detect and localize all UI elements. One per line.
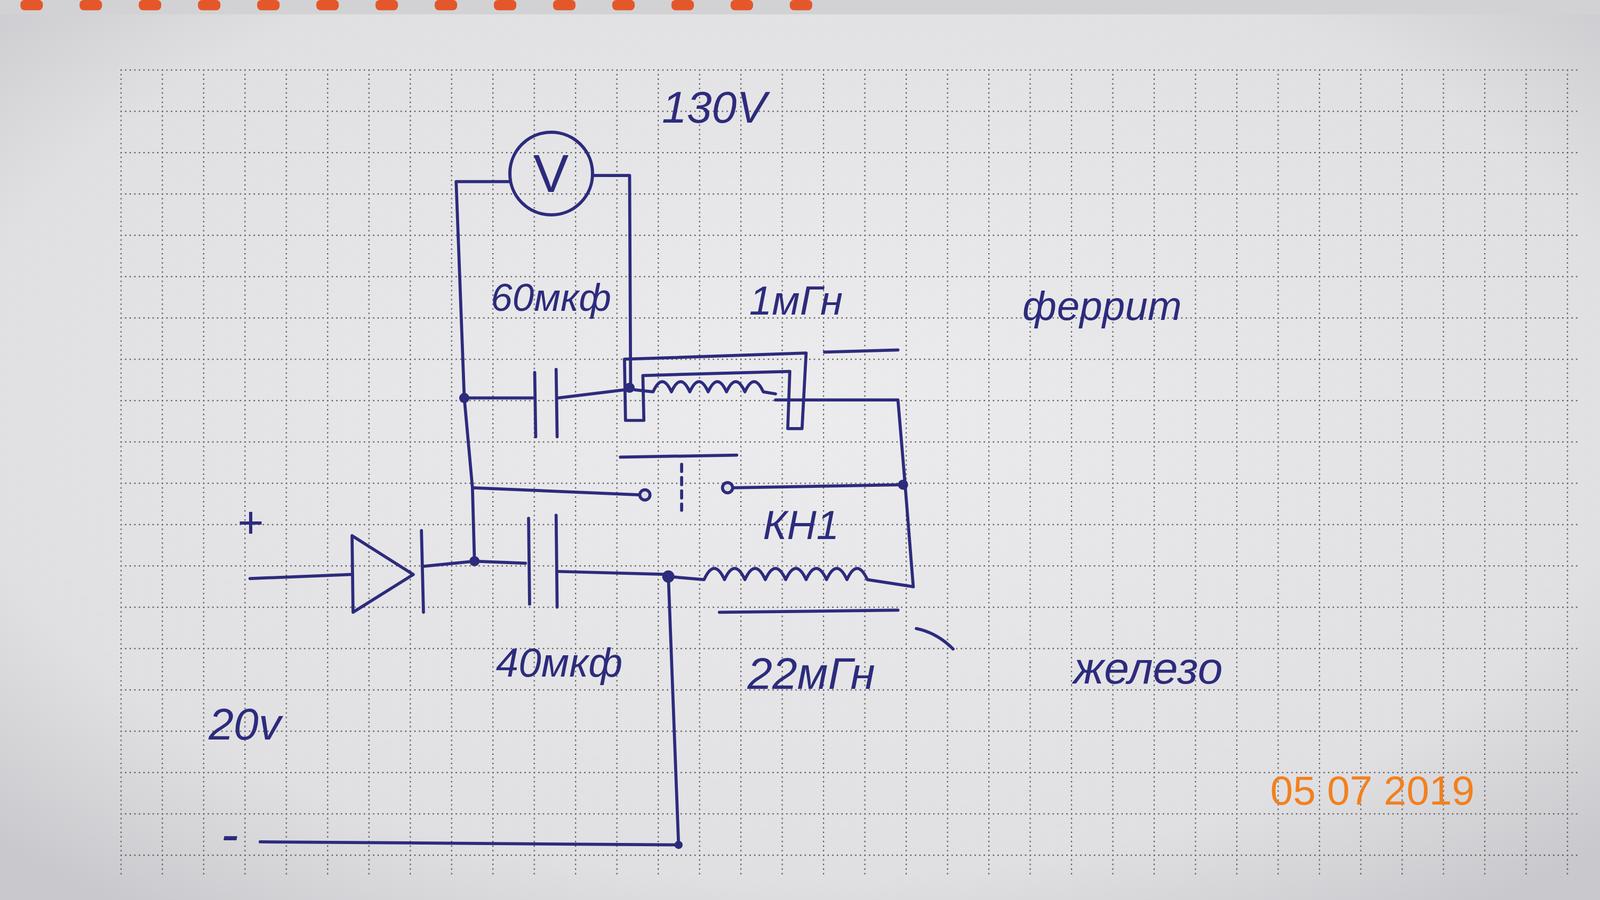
spiral-rings [20, 0, 813, 11]
capacitance-label: 60мкф [490, 278, 612, 318]
polarity-sign: - [220, 808, 239, 861]
capacitance-label: 40мкф [496, 642, 623, 684]
date-stamp: 05 07 2019 [1270, 770, 1475, 812]
voltmeter-circle: V [508, 130, 595, 217]
grid [120, 69, 1578, 876]
junction-dots [459, 382, 909, 850]
wires [250, 175, 954, 845]
core-material: железо [1073, 645, 1223, 691]
polarity-sign: + [236, 499, 263, 545]
meter-letter: V [533, 147, 569, 200]
supply-voltage: 20v [208, 701, 282, 747]
voltage-reading: 130V [661, 84, 767, 130]
inductance-label: 1мГн [749, 280, 843, 322]
paper-edge [0, 0, 1600, 15]
inductance-label: 22мГн [747, 651, 876, 696]
core-material: феррит [1022, 285, 1182, 327]
switch-contacts [640, 482, 733, 501]
switch-name: КН1 [762, 505, 839, 547]
